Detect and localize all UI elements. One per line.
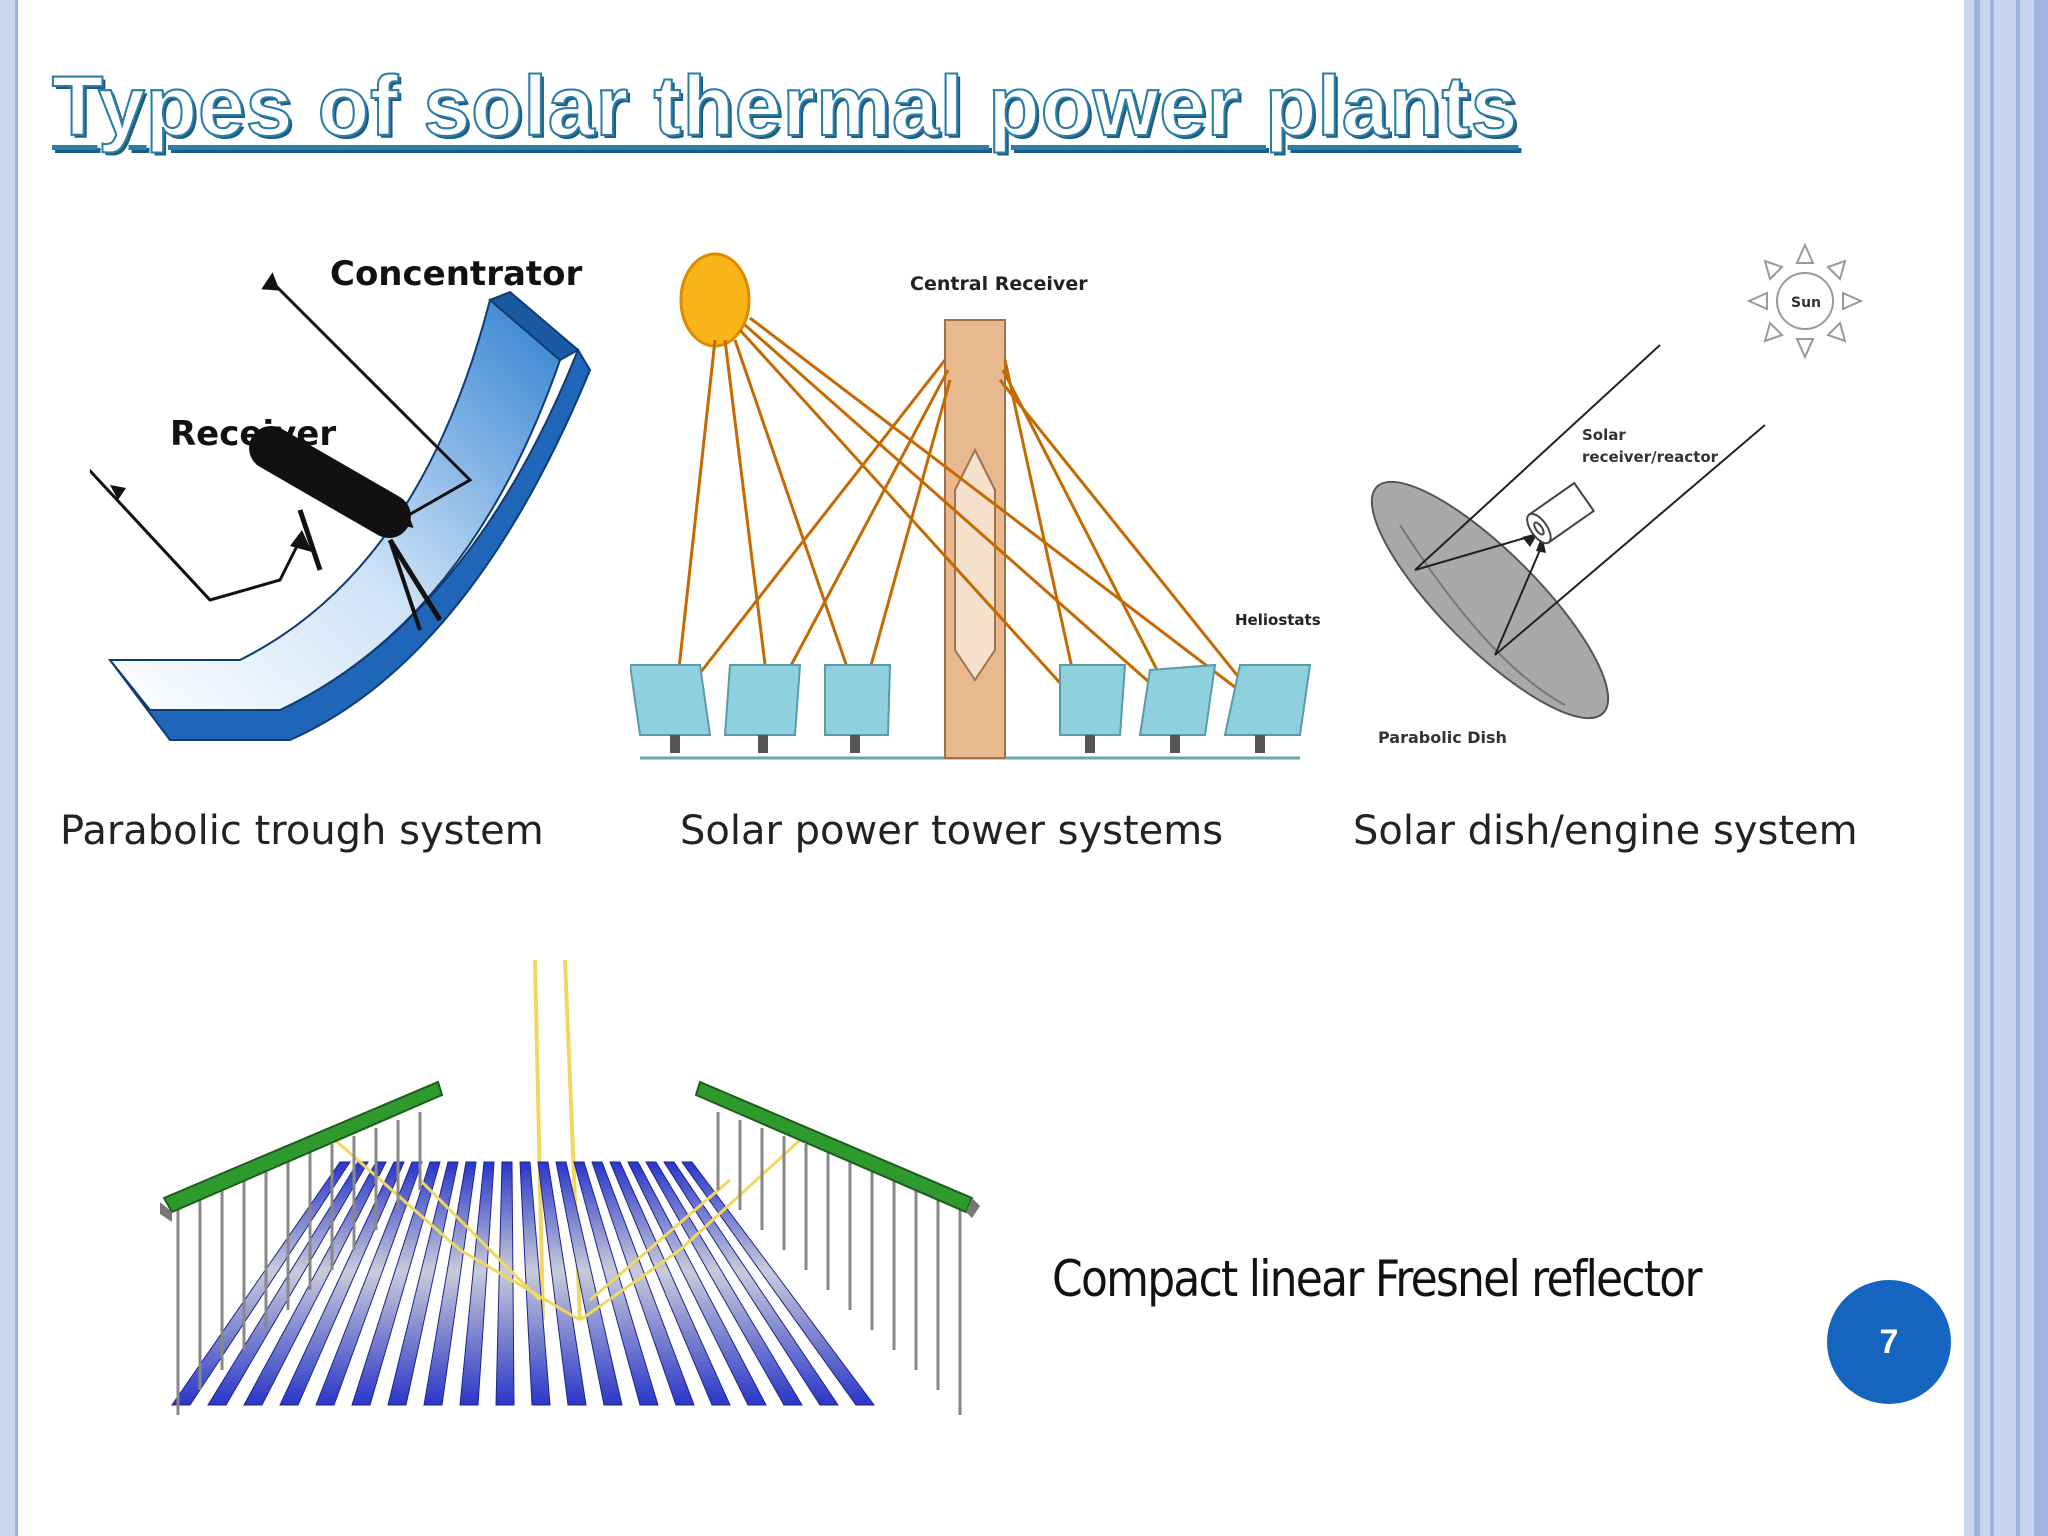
slide-left-border bbox=[0, 0, 18, 1536]
slide-title: Types of solar thermal power plants bbox=[51, 58, 1519, 154]
sun-icon bbox=[679, 252, 751, 348]
fresnel-reflector-illustration bbox=[160, 960, 980, 1415]
solar-dish-caption: Solar dish/engine system bbox=[1353, 808, 1858, 854]
receiver-label: Receiver bbox=[170, 414, 336, 454]
concentrator-label: Concentrator bbox=[330, 254, 583, 294]
power-tower-illustration: Central Receiver Heliostats bbox=[630, 252, 1320, 760]
sun-label: Sun bbox=[1791, 295, 1821, 311]
fresnel-caption: Compact linear Fresnel reflector bbox=[1052, 1250, 1703, 1308]
parabolic-trough-illustration: Concentrator Receiver bbox=[90, 254, 592, 741]
receiver-line1-label: Solar bbox=[1582, 426, 1626, 444]
receiver-line2-label: receiver/reactor bbox=[1582, 448, 1719, 466]
parabolic-dish-label: Parabolic Dish bbox=[1378, 728, 1507, 747]
slide-right-border bbox=[1964, 0, 2048, 1536]
heliostats-label: Heliostats bbox=[1235, 611, 1320, 629]
sun-icon bbox=[1746, 242, 1864, 360]
solar-dish-illustration: Sun Solar receiver/reactor Parabolic Dis… bbox=[1370, 242, 1864, 747]
central-receiver-label: Central Receiver bbox=[910, 273, 1088, 295]
power-tower-caption: Solar power tower systems bbox=[680, 808, 1224, 854]
parabolic-trough-caption: Parabolic trough system bbox=[60, 808, 544, 854]
page-number-badge: 7 bbox=[1827, 1280, 1951, 1404]
